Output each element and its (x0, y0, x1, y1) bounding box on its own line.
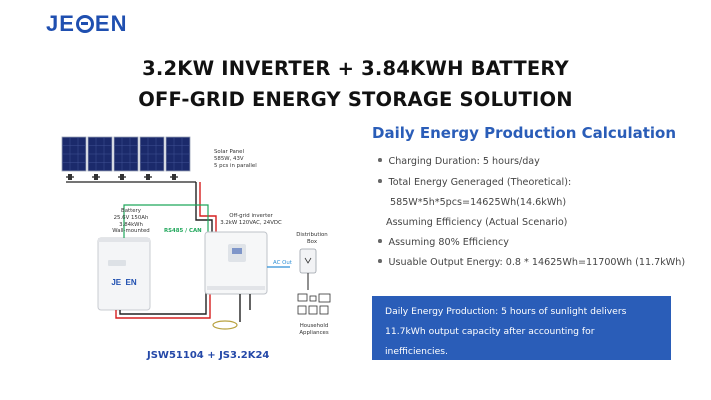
solar-panel (113, 136, 139, 172)
bullet-icon (378, 259, 382, 263)
inverter-unit (204, 231, 268, 295)
battery-label: Battery 25.6V 150Ah 3.84kWh Wall-mounted (112, 208, 150, 235)
battery-unit (97, 237, 151, 311)
bullet-icon (378, 179, 382, 183)
logo-q-mark (75, 15, 94, 33)
calc-line-formula: 585W*5h*5pcs=14625Wh(14.6kWh) (390, 197, 567, 208)
bullet-icon (378, 239, 382, 243)
solar-panel-array (61, 136, 191, 172)
calc-line-charging: Charging Duration: 5 hours/day (378, 156, 540, 167)
household-appliances (297, 293, 331, 315)
panel-connector-boxes (68, 174, 176, 180)
logo-text-left: JE (46, 11, 75, 36)
solar-panel-label: Solar Panel 585W, 43V 5 pcs in parallel (214, 149, 257, 169)
banner-line: Daily Energy Production: 5 hours of sunl… (385, 306, 627, 317)
brand-logo: JE EN (46, 11, 127, 37)
logo-text-right: EN (94, 11, 128, 36)
solar-panel (61, 136, 87, 172)
calculation-title: Daily Energy Production Calculation (372, 124, 677, 142)
bullet-icon (378, 158, 382, 162)
distribution-box (299, 248, 317, 274)
calc-line-total: Total Energy Generaged (Theoretical): (378, 177, 571, 188)
calc-line-efficiency: Assuming 80% Efficiency (378, 237, 509, 248)
panel-connectors (66, 176, 196, 183)
solar-panel (139, 136, 165, 172)
system-diagram: Solar Panel 585W, 43V 5 pcs in parallel … (0, 120, 370, 400)
solar-panel (87, 136, 113, 172)
appliances-label: Household Appliances (299, 323, 329, 336)
calc-line-output: Usuable Output Energy: 0.8 * 14625Wh=117… (378, 257, 685, 268)
inverter-label: Off-grid inverter 3.2kW 120VAC, 24VDC (220, 213, 282, 226)
daily-production-banner: Daily Energy Production: 5 hours of sunl… (372, 296, 671, 360)
banner-line: inefficiencies. (385, 346, 448, 357)
distribution-label: Distribution Box (296, 232, 328, 245)
ground-plate (212, 320, 238, 330)
calc-line-efficiency-note: Assuming Efficiency (Actual Scenario) (386, 217, 568, 228)
solar-panel (165, 136, 191, 172)
rs485-label: RS485 / CAN (164, 228, 202, 234)
page-title-line1: 3.2KW INVERTER + 3.84KWH BATTERY (142, 57, 569, 80)
ac-out-label: AC Out (273, 260, 292, 266)
page-title-line2: OFF-GRID ENERGY STORAGE SOLUTION (138, 88, 573, 111)
banner-line: 11.7kWh output capacity after accounting… (385, 326, 595, 337)
battery-wires (115, 290, 211, 319)
inverter-output-wires (239, 294, 251, 322)
model-label: JSW51104 + JS3.2K24 (147, 350, 270, 361)
diagram-graphics (61, 136, 331, 330)
battery-brand-label: JE EN (111, 278, 137, 287)
